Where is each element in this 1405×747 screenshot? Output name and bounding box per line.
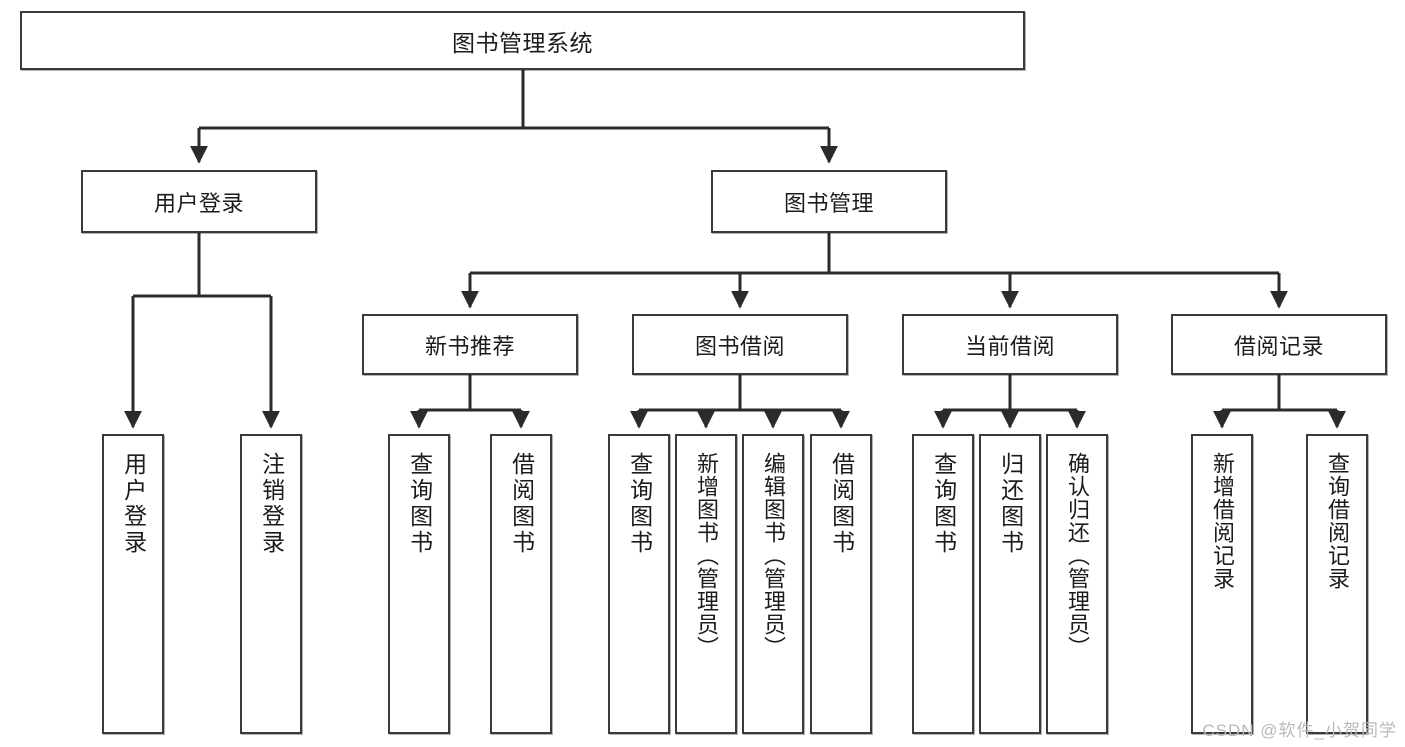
- leaf-confirm-return-admin[interactable]: 确认归还（管理员）: [1046, 434, 1108, 734]
- node-label: 归还图书: [997, 452, 1024, 556]
- node-label: 注销登录: [258, 452, 285, 556]
- leaf-query-book-borrow[interactable]: 查询图书: [608, 434, 670, 734]
- node-label: 当前借阅: [964, 333, 1055, 359]
- leaf-query-book-recommend[interactable]: 查询图书: [388, 434, 450, 734]
- node-label: 新增图书（管理员）: [693, 452, 719, 659]
- leaf-add-borrow-record[interactable]: 新增借阅记录: [1191, 434, 1253, 734]
- node-label: 确认归还（管理员）: [1064, 452, 1090, 659]
- node-user-login[interactable]: 用户登录: [81, 170, 317, 233]
- node-label: 新增借阅记录: [1209, 452, 1235, 590]
- leaf-edit-book-admin[interactable]: 编辑图书（管理员）: [742, 434, 804, 734]
- leaf-query-borrow-record[interactable]: 查询借阅记录: [1306, 434, 1368, 734]
- node-label: 借阅图书: [508, 452, 535, 556]
- node-book-borrow[interactable]: 图书借阅: [632, 314, 848, 375]
- leaf-logout-login[interactable]: 注销登录: [240, 434, 302, 734]
- node-label: 图书管理系统: [452, 29, 593, 56]
- leaf-borrow-book[interactable]: 借阅图书: [810, 434, 872, 734]
- watermark-text: CSDN @软件_小贺同学: [1202, 721, 1397, 740]
- node-book-management[interactable]: 图书管理: [711, 170, 947, 233]
- node-new-book-recommend[interactable]: 新书推荐: [362, 314, 578, 375]
- node-current-borrow[interactable]: 当前借阅: [902, 314, 1118, 375]
- leaf-borrow-book-recommend[interactable]: 借阅图书: [490, 434, 552, 734]
- leaf-add-book-admin[interactable]: 新增图书（管理员）: [675, 434, 737, 734]
- node-label: 查询图书: [406, 452, 433, 556]
- node-label: 用户登录: [153, 190, 244, 216]
- leaf-query-book-current[interactable]: 查询图书: [912, 434, 974, 734]
- leaf-user-login[interactable]: 用户登录: [102, 434, 164, 734]
- node-label: 查询借阅记录: [1324, 452, 1350, 590]
- node-label: 图书借阅: [694, 333, 785, 359]
- node-label: 查询图书: [930, 452, 957, 556]
- node-label: 用户登录: [120, 452, 147, 556]
- node-label: 查询图书: [626, 452, 653, 556]
- node-label: 图书管理: [783, 190, 874, 216]
- node-label: 新书推荐: [424, 333, 515, 359]
- node-borrow-record[interactable]: 借阅记录: [1171, 314, 1387, 375]
- node-label: 借阅图书: [828, 452, 855, 556]
- node-label: 借阅记录: [1233, 333, 1324, 359]
- node-book-management-system[interactable]: 图书管理系统: [20, 11, 1025, 70]
- node-label: 编辑图书（管理员）: [760, 452, 786, 659]
- leaf-return-book[interactable]: 归还图书: [979, 434, 1041, 734]
